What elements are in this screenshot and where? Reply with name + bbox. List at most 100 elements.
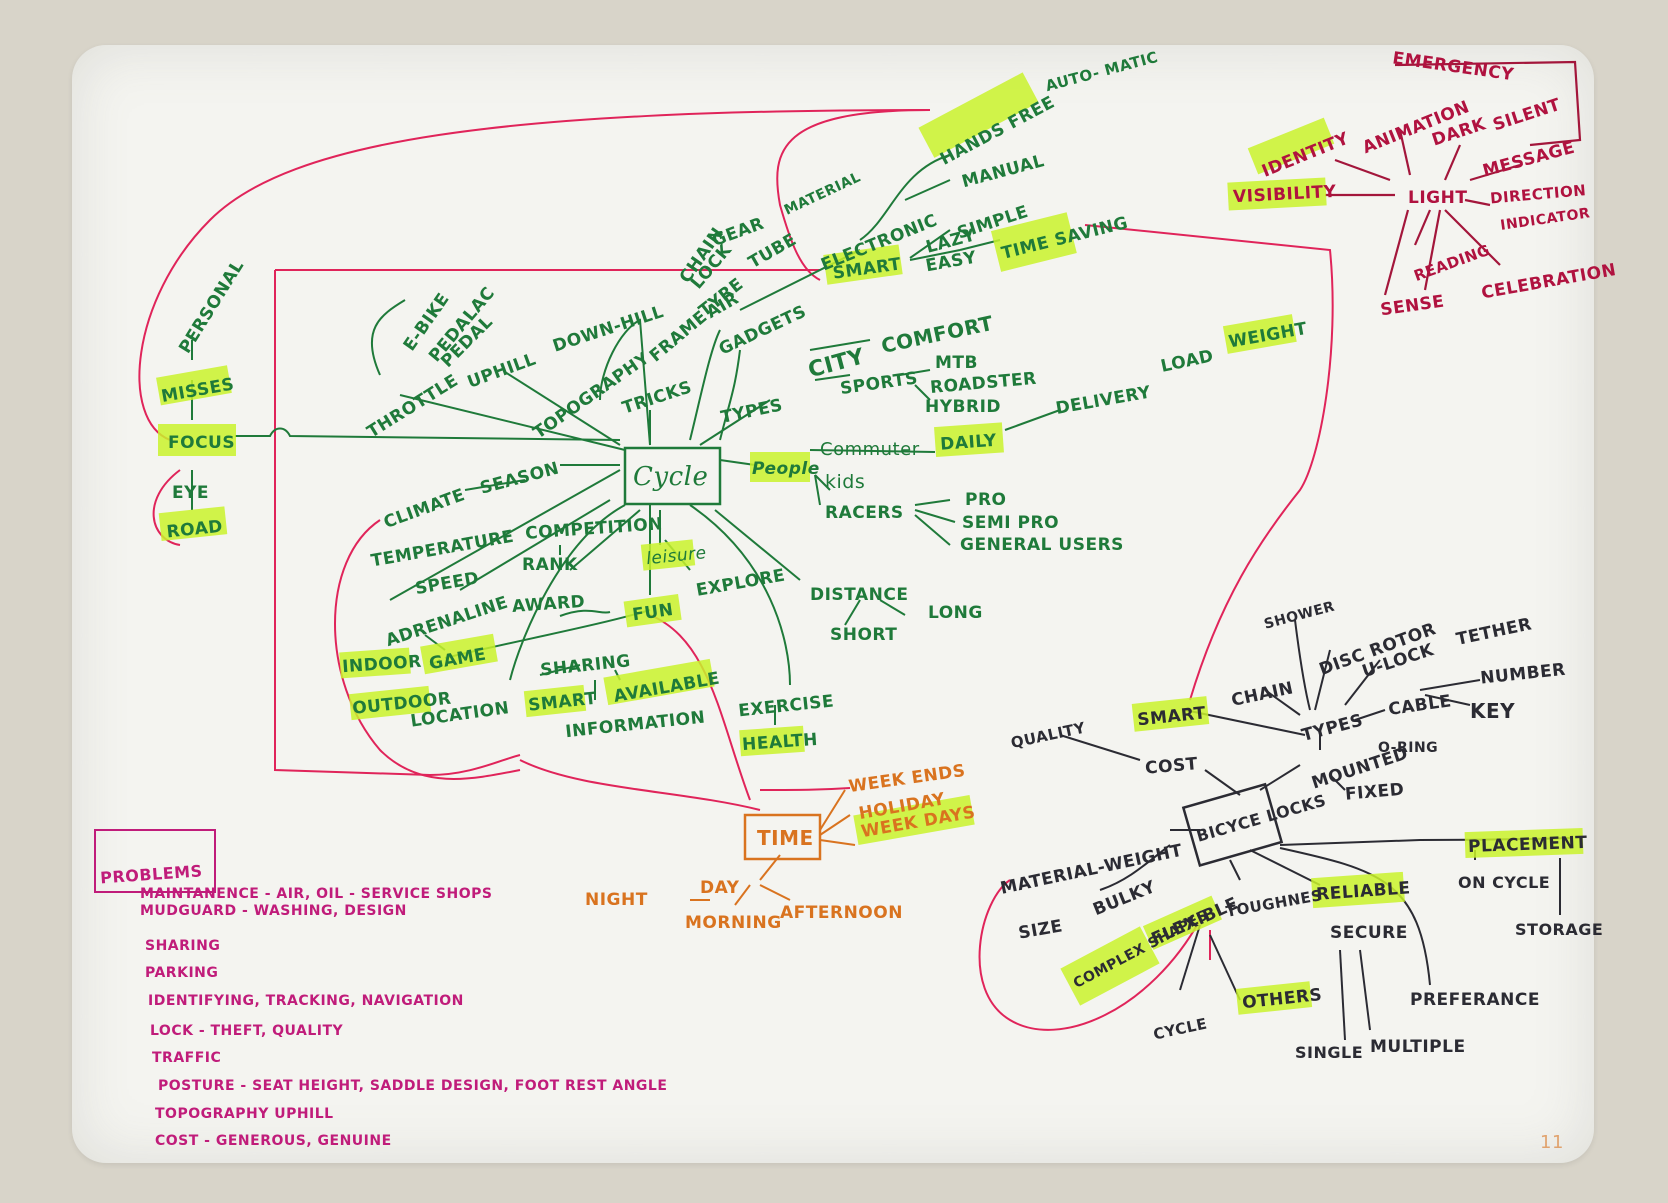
morning-label: MORNING bbox=[685, 913, 782, 933]
pro-label: PRO bbox=[965, 490, 1007, 510]
award-label: AWARD bbox=[511, 592, 585, 617]
mtb-label: MTB bbox=[935, 353, 978, 373]
racers-label: RACERS bbox=[825, 503, 904, 523]
direction-label: DIRECTION bbox=[1489, 181, 1587, 207]
problem-item: COST - GENEROUS, GENUINE bbox=[155, 1133, 392, 1149]
problem-item: SHARING bbox=[145, 938, 220, 954]
focus-label: FOCUS bbox=[168, 433, 235, 453]
distance-label: DISTANCE bbox=[810, 585, 908, 605]
fixed-label: FIXED bbox=[1344, 780, 1405, 805]
roadster-label: ROADSTER bbox=[929, 369, 1037, 398]
problems-list: PROBLEMS MAINTANENCE - AIR, OIL - SERVIC… bbox=[100, 861, 667, 1149]
problem-item: TRAFFIC bbox=[152, 1050, 221, 1066]
people-label: People bbox=[752, 459, 820, 479]
semi-pro-label: SEMI PRO bbox=[962, 513, 1059, 533]
green-connectors bbox=[191, 154, 1061, 725]
automatic-label: AUTO- MATIC bbox=[1044, 48, 1160, 95]
climate-label: CLIMATE bbox=[381, 485, 468, 533]
delivery-label: DELIVERY bbox=[1054, 382, 1152, 418]
whiteboard-sheet bbox=[72, 45, 1594, 1163]
types-lock-label: TYPES bbox=[1300, 710, 1366, 746]
types-label: TYPES bbox=[719, 395, 785, 428]
focus-cluster: PERSONAL MISSES FOCUS EYE ROAD bbox=[160, 257, 249, 543]
health-label: HEALTH bbox=[742, 730, 819, 755]
problem-item: POSTURE - SEAT HEIGHT, SADDLE DESIGN, FO… bbox=[158, 1078, 667, 1094]
single-label: SINGLE bbox=[1295, 1043, 1363, 1062]
light-label: LIGHT bbox=[1408, 188, 1467, 208]
celebration-label: CELEBRATION bbox=[1480, 260, 1618, 303]
general-users-label: GENERAL USERS bbox=[960, 535, 1124, 555]
sense-label: SENSE bbox=[1379, 292, 1446, 321]
multiple-label: MULTIPLE bbox=[1370, 1037, 1466, 1057]
light-connectors bbox=[1325, 60, 1582, 296]
time-cluster: TIME WEEK ENDS HOLIDAY WEEK DAYS NIGHT D… bbox=[585, 761, 977, 933]
information-label: INFORMATION bbox=[564, 708, 706, 743]
quality-label: QUALITY bbox=[1009, 718, 1088, 752]
time-label: TIME bbox=[757, 826, 814, 850]
size-label: SIZE bbox=[1017, 916, 1064, 943]
exercise-label: EXERCISE bbox=[737, 691, 835, 721]
commuter-label: Commuter bbox=[820, 439, 920, 460]
kids-label: kids bbox=[825, 471, 865, 493]
complex-shapes-label: COMPLEX SHAPES bbox=[1071, 907, 1211, 992]
number-label: NUMBER bbox=[1479, 660, 1566, 689]
eye-label: EYE bbox=[172, 483, 209, 503]
cost-label: COST bbox=[1144, 754, 1198, 779]
cycle-lock-label: CYCLE bbox=[1152, 1015, 1209, 1044]
message-label: MESSAGE bbox=[1481, 138, 1577, 182]
explore-label: EXPLORE bbox=[695, 566, 787, 601]
competition-label: COMPETITION bbox=[525, 514, 664, 544]
indicator-label: INDICATOR bbox=[1499, 205, 1591, 233]
reading-label: READING bbox=[1411, 241, 1492, 285]
light-cluster: EMERGENCY IDENTITY ANIMATION DARK SILENT… bbox=[1233, 48, 1618, 320]
silent-label: SILENT bbox=[1491, 95, 1564, 136]
sports-label: SPORTS bbox=[839, 368, 919, 399]
problems-title: PROBLEMS bbox=[100, 861, 203, 887]
storage-label: STORAGE bbox=[1515, 920, 1603, 939]
afternoon-label: AFTERNOON bbox=[780, 903, 903, 923]
rank-label: RANK bbox=[522, 555, 578, 575]
hybrid-label: HYBRID bbox=[925, 397, 1001, 417]
time-box bbox=[743, 813, 822, 861]
short-label: SHORT bbox=[830, 625, 897, 645]
locks-box bbox=[1181, 782, 1284, 867]
problems-box bbox=[94, 829, 216, 893]
placement-label: PLACEMENT bbox=[1468, 833, 1588, 857]
tricks-label: TRICKS bbox=[620, 377, 695, 418]
secure-label: SECURE bbox=[1330, 923, 1408, 943]
on-cycle-label: ON CYCLE bbox=[1458, 873, 1550, 892]
preferance-label: PREFERANCE bbox=[1410, 990, 1540, 1010]
cycle-center-box bbox=[623, 446, 722, 506]
weekends-label: WEEK ENDS bbox=[847, 761, 966, 797]
page-number: 11 bbox=[1540, 1132, 1564, 1153]
gear-label: GEAR bbox=[709, 214, 766, 251]
tether-label: TETHER bbox=[1455, 614, 1534, 650]
problem-item: PARKING bbox=[145, 965, 218, 981]
temperature-label: TEMPERATURE bbox=[370, 527, 516, 572]
load-label: LOAD bbox=[1159, 346, 1215, 377]
material-weight-label: MATERIAL-WEIGHT bbox=[999, 841, 1185, 899]
problem-item: TOPOGRAPHY UPHILL bbox=[155, 1106, 334, 1122]
shower-label: SHOWER bbox=[1262, 599, 1336, 633]
daily-label: DAILY bbox=[940, 431, 998, 455]
chain-lock-label: CHAIN bbox=[1230, 678, 1296, 711]
manual-label: MANUAL bbox=[960, 151, 1047, 192]
night-label: NIGHT bbox=[585, 890, 648, 910]
season-label: SEASON bbox=[478, 458, 561, 498]
emergency-label: EMERGENCY bbox=[1391, 48, 1515, 85]
material-label: MATERIAL bbox=[782, 169, 864, 218]
day-label: DAY bbox=[700, 878, 740, 898]
highlights bbox=[156, 72, 1584, 1015]
personal-label: PERSONAL bbox=[175, 257, 248, 358]
bulky-label: BULKY bbox=[1090, 877, 1158, 920]
problem-item: MAINTANENCE - AIR, OIL - SERVICE SHOPS bbox=[140, 886, 492, 902]
problem-item: IDENTIFYING, TRACKING, NAVIGATION bbox=[148, 993, 464, 1009]
key-label: KEY bbox=[1470, 699, 1515, 723]
comfort-label: COMFORT bbox=[879, 311, 995, 358]
speed-label: SPEED bbox=[414, 568, 481, 599]
long-label: LONG bbox=[928, 603, 983, 623]
problem-item: LOCK - THEFT, QUALITY bbox=[150, 1023, 343, 1039]
toughness-label: TOUGHNES bbox=[1225, 886, 1324, 921]
cycle-center-label: Cycle bbox=[633, 462, 708, 492]
